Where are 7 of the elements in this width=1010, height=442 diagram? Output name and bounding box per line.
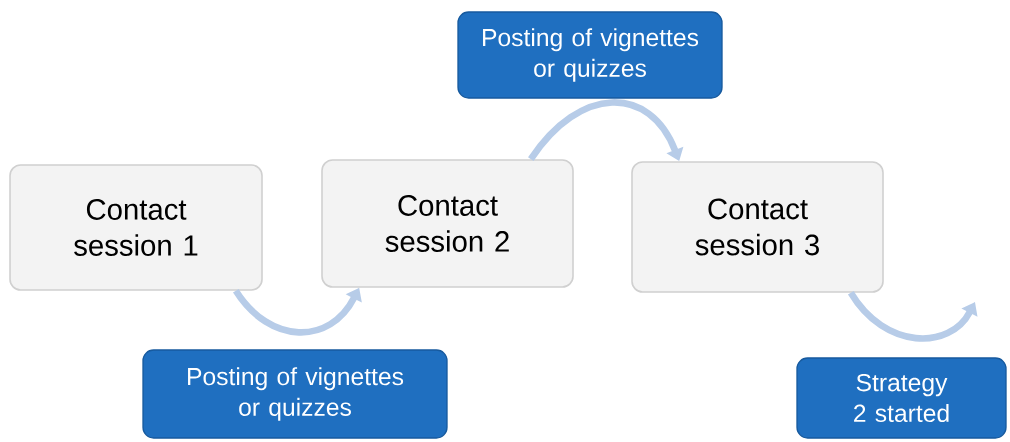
process-box: Contact session 3 bbox=[631, 161, 884, 293]
note-box: Strategy 2 started bbox=[796, 357, 1007, 439]
note-box: Posting of vignettes or quizzes bbox=[142, 349, 448, 439]
curved-arrow bbox=[528, 99, 684, 162]
process-box: Contact session 2 bbox=[321, 159, 574, 288]
process-box: Contact session 1 bbox=[9, 164, 263, 291]
note-box: Posting of vignettes or quizzes bbox=[457, 11, 723, 99]
